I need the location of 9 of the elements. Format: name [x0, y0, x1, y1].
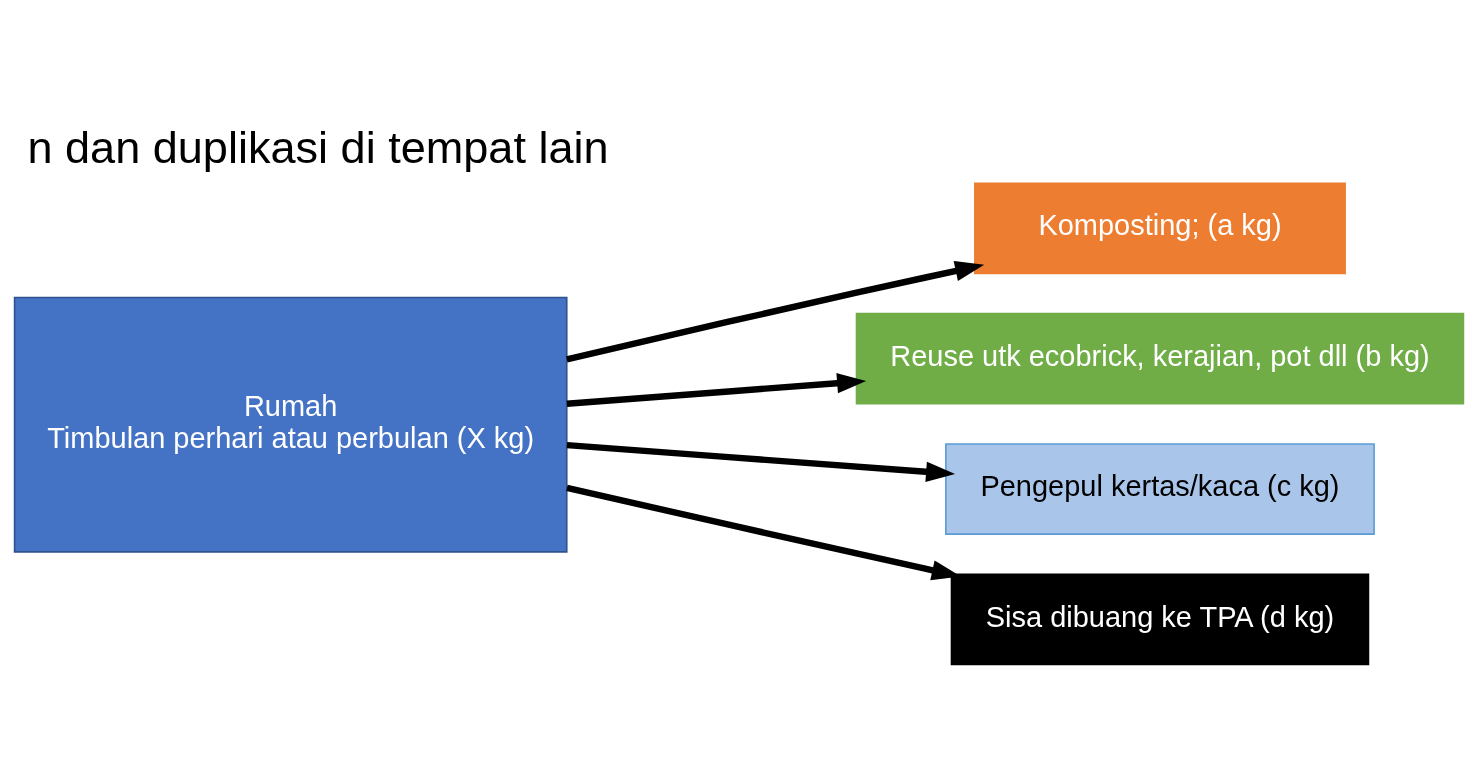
arrow — [566, 372, 867, 407]
node-box: Rumah Timbulan perhari atau perbulan (X kg) — [13, 296, 568, 553]
arrow — [566, 441, 956, 482]
arrow — [566, 260, 985, 362]
node-box: Pengepul kertas/kaca (c kg) — [945, 442, 1375, 535]
node-box: Komposting; (a kg) — [974, 181, 1346, 274]
node-box: Reuse utk ecobrick, kerajian, pot dll (b kg) — [855, 312, 1465, 405]
node-box: Sisa dibuang ke TPA (d kg) — [950, 573, 1370, 665]
diagram-title: n dan duplikasi di tempat lain — [27, 121, 609, 173]
